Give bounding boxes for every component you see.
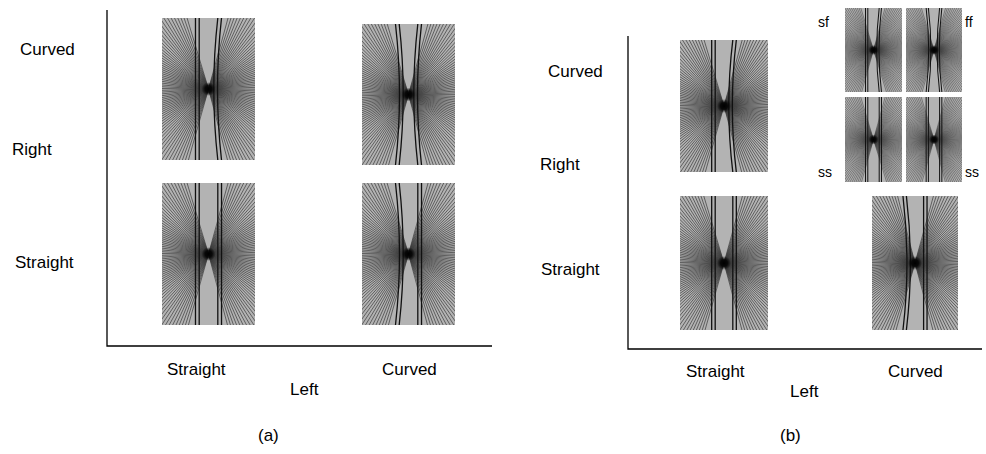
axis-label: Straight (541, 260, 600, 280)
inset-label: ss (965, 162, 979, 182)
stimulus-image (362, 183, 455, 325)
axis-title: Left (290, 380, 318, 400)
stimulus-image (162, 18, 255, 160)
stimulus-image (845, 8, 902, 92)
axis-label: Straight (686, 362, 745, 382)
stimulus-image (680, 196, 768, 330)
axis-label: Curved (20, 40, 75, 60)
axis-label: Curved (548, 62, 603, 82)
stimulus-image (362, 24, 455, 165)
axis-title: Right (12, 140, 52, 160)
axis-title: Left (790, 382, 818, 402)
stimulus-image (906, 97, 962, 182)
axis-label: Straight (167, 360, 226, 380)
stimulus-image (872, 196, 958, 330)
stimulus-image (680, 40, 768, 172)
axis-label: Curved (382, 360, 437, 380)
inset-label: sf (818, 12, 829, 32)
stimulus-image (845, 97, 902, 182)
stimulus-image (162, 183, 255, 325)
panel-label: (b) (780, 426, 801, 446)
axis-label: Straight (15, 253, 74, 273)
axis-label: Curved (888, 362, 943, 382)
panel-label: (a) (258, 426, 279, 446)
stimulus-image (906, 8, 962, 92)
axis-title: Right (540, 155, 580, 175)
inset-label: ff (965, 12, 973, 32)
inset-label: ss (818, 162, 832, 182)
